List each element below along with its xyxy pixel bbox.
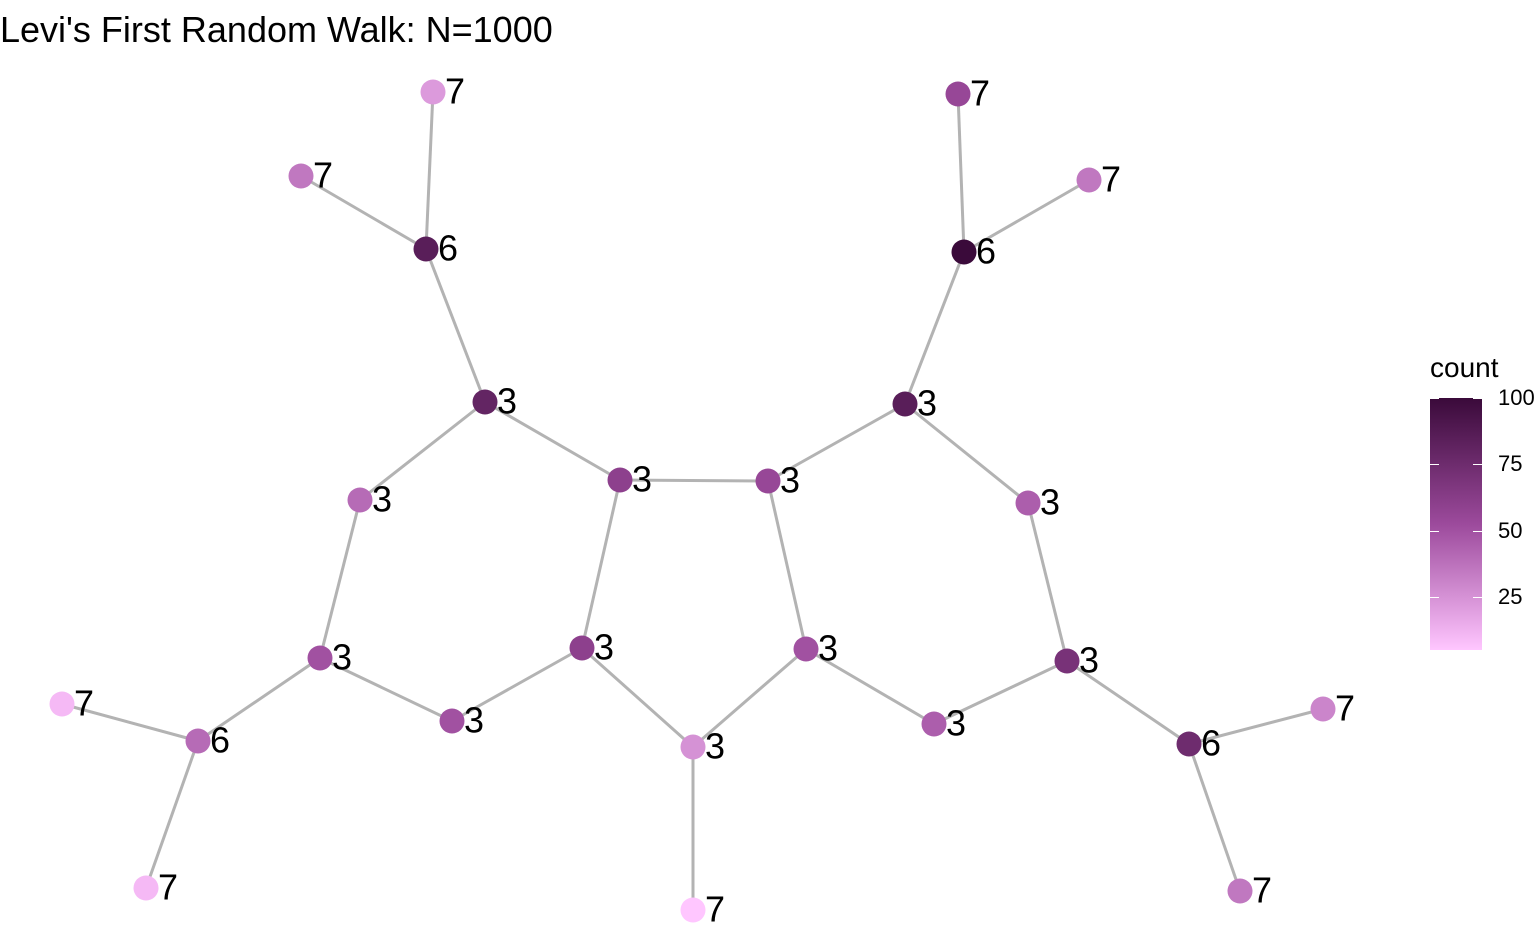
chart-title: Levi's First Random Walk: N=1000 (0, 9, 553, 50)
graph-node (1310, 696, 1336, 722)
legend-tick-label: 75 (1498, 451, 1523, 477)
graph-node (607, 467, 633, 493)
node-label: 7 (313, 155, 333, 196)
graph-node (307, 645, 333, 671)
node-label: 3 (946, 703, 966, 744)
node-label: 7 (158, 867, 178, 908)
node-label: 7 (705, 889, 725, 930)
node-label: 6 (210, 720, 230, 761)
graph-node (420, 79, 446, 105)
node-label: 6 (438, 228, 458, 269)
node-label: 7 (1335, 688, 1355, 729)
graph-edge (318, 499, 362, 659)
graph-edge (904, 402, 1029, 505)
node-label: 3 (917, 383, 937, 424)
node-label: 3 (818, 628, 838, 669)
graph-edge (1066, 659, 1190, 746)
node-label: 7 (1252, 870, 1272, 911)
graph-edge (451, 646, 583, 723)
graph-edge (484, 400, 621, 482)
graph-edge (766, 480, 808, 650)
graph-node (185, 728, 211, 754)
graph-edge (1188, 707, 1324, 746)
node-label: 3 (632, 459, 652, 500)
graph-node (755, 468, 781, 494)
labels-layer: 7 7 6 3 3 3 3 3 6 7 7 3 3 3 3 3 6 7 7 3 3 7 3 6 7 7 (74, 71, 1355, 930)
node-label: 3 (464, 700, 484, 741)
node-label: 6 (976, 231, 996, 272)
graph-edge (61, 702, 199, 743)
graph-node (680, 734, 706, 760)
graph-edge (805, 647, 935, 726)
graph-edge (319, 656, 453, 723)
graph-node (921, 711, 947, 737)
node-label: 3 (497, 381, 517, 422)
legend-title: count (1430, 352, 1499, 383)
legend-colorbar (1430, 398, 1482, 650)
node-label: 3 (594, 627, 614, 668)
graph-node (569, 635, 595, 661)
graph-node (680, 897, 706, 923)
edges-layer (61, 91, 1324, 910)
graph-node (793, 636, 819, 662)
node-label: 3 (332, 637, 352, 678)
graph-edge (767, 402, 906, 483)
graph-edge (144, 740, 200, 889)
graph-edge (963, 178, 1090, 254)
node-label: 7 (74, 683, 94, 724)
graph-edge (619, 478, 769, 483)
graph-edge (580, 479, 622, 649)
graph-edge (903, 251, 966, 405)
graph-node (288, 163, 314, 189)
graph-node (133, 875, 159, 901)
graph-edge (300, 174, 427, 251)
graph-node (1227, 878, 1253, 904)
graph-node (1076, 167, 1102, 193)
graph-edge (692, 647, 807, 749)
graph-node (892, 391, 918, 417)
graph-node (413, 236, 439, 262)
graph-edge (424, 248, 487, 403)
graph-node (347, 487, 373, 513)
graph-edge (359, 400, 486, 502)
node-label: 7 (445, 71, 465, 112)
node-label: 3 (1079, 640, 1099, 681)
graph-node (439, 708, 465, 734)
graph-edge (424, 91, 435, 250)
color-legend: count 100 75 50 25 (1428, 352, 1540, 652)
graph-edge (956, 93, 966, 253)
graph-edge (1187, 743, 1242, 892)
legend-tick-label: 25 (1498, 583, 1523, 609)
node-label: 7 (1101, 159, 1121, 200)
graph-edge (1026, 502, 1069, 662)
node-label: 6 (1201, 723, 1221, 764)
graph-edge (933, 659, 1068, 726)
graph-node (945, 81, 971, 107)
legend-tick-label: 50 (1498, 517, 1523, 543)
node-label: 7 (970, 73, 990, 114)
node-label: 3 (372, 479, 392, 520)
nodes-layer (49, 79, 1336, 923)
legend-tick-label: 100 (1498, 385, 1535, 410)
node-label: 3 (705, 726, 725, 767)
graph-node (472, 389, 498, 415)
graph-node (1015, 490, 1041, 516)
node-label: 3 (1040, 482, 1060, 523)
node-label: 3 (780, 460, 800, 501)
graph-node (1176, 731, 1202, 757)
graph-edge (581, 646, 694, 749)
graph-node (1054, 648, 1080, 674)
graph-edge (197, 656, 321, 743)
graph-node (951, 239, 977, 265)
graph-node (49, 691, 75, 717)
